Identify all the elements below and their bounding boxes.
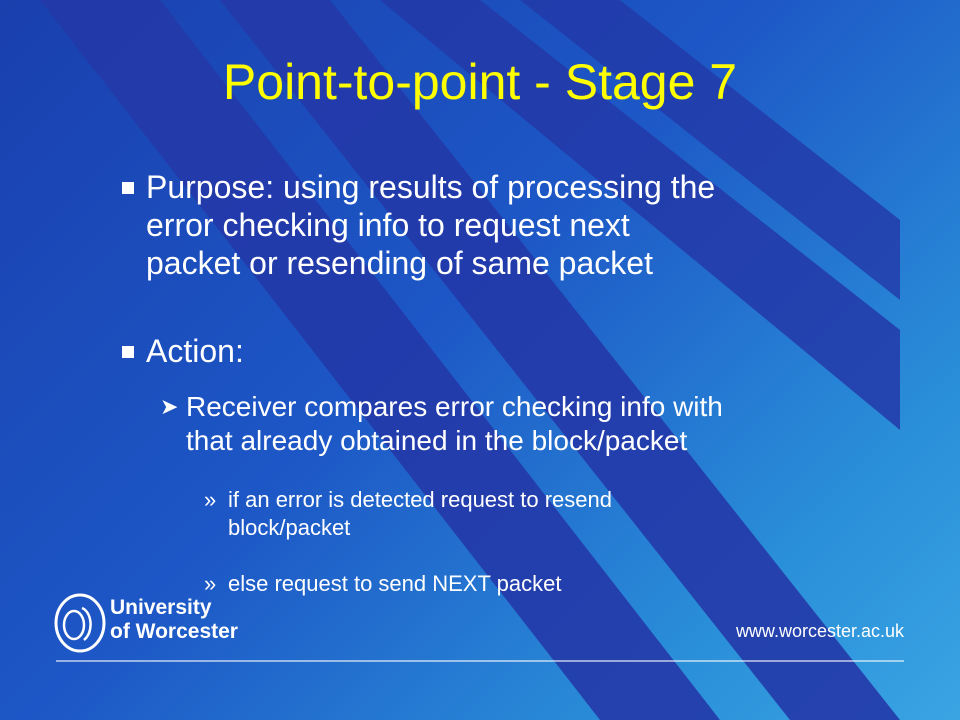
raquo-bullet-icon: » bbox=[204, 571, 217, 596]
raquo-bullet-icon: » bbox=[204, 487, 217, 512]
arrow-bullet-icon: ➤ bbox=[160, 394, 179, 419]
logo-wordmark: University of Worcester bbox=[110, 596, 238, 644]
bullet-purpose-line-1: Purpose: using results of processing the bbox=[146, 169, 716, 205]
sub-bullet-line-2: that already obtained in the block/packe… bbox=[186, 425, 688, 456]
logo-line-1: University bbox=[110, 596, 212, 619]
sub-bullet-receiver: ➤ Receiver compares error checking info … bbox=[160, 390, 946, 458]
bullet-action-text: Action: bbox=[146, 333, 244, 369]
square-bullet-icon bbox=[122, 332, 134, 358]
bullet-action: Action: bbox=[122, 332, 926, 370]
university-crest-icon bbox=[54, 593, 106, 653]
sub-sub-bullet-error: » if an error is detected request to res… bbox=[204, 486, 908, 542]
sub-bullet-line-1: Receiver compares error checking info wi… bbox=[186, 391, 723, 422]
bullet-purpose-line-3: packet or resending of same packet bbox=[146, 245, 653, 281]
stripe-3 bbox=[380, 0, 900, 430]
bullet-purpose: Purpose: using results of processing the… bbox=[122, 168, 926, 282]
university-logo: University of Worcester bbox=[52, 592, 242, 654]
sub-sub-bullet-error-line-2: block/packet bbox=[228, 515, 351, 540]
sub-sub-bullet-error-line-1: if an error is detected request to resen… bbox=[228, 487, 612, 512]
logo-line-2: of Worcester bbox=[110, 620, 238, 643]
square-bullet-icon bbox=[122, 168, 134, 194]
stripe-1 bbox=[40, 0, 720, 720]
sub-sub-bullet-else-line-1: else request to send NEXT packet bbox=[228, 571, 562, 596]
slide-title: Point-to-point - Stage 7 bbox=[222, 54, 738, 110]
footer-divider bbox=[56, 660, 904, 662]
bullet-purpose-line-2: error checking info to request next bbox=[146, 207, 630, 243]
sub-sub-bullet-else: » else request to send NEXT packet bbox=[204, 570, 908, 598]
stripe-4 bbox=[520, 0, 900, 300]
stripe-2 bbox=[220, 0, 900, 720]
website-url: www.worcester.ac.uk bbox=[735, 621, 904, 641]
